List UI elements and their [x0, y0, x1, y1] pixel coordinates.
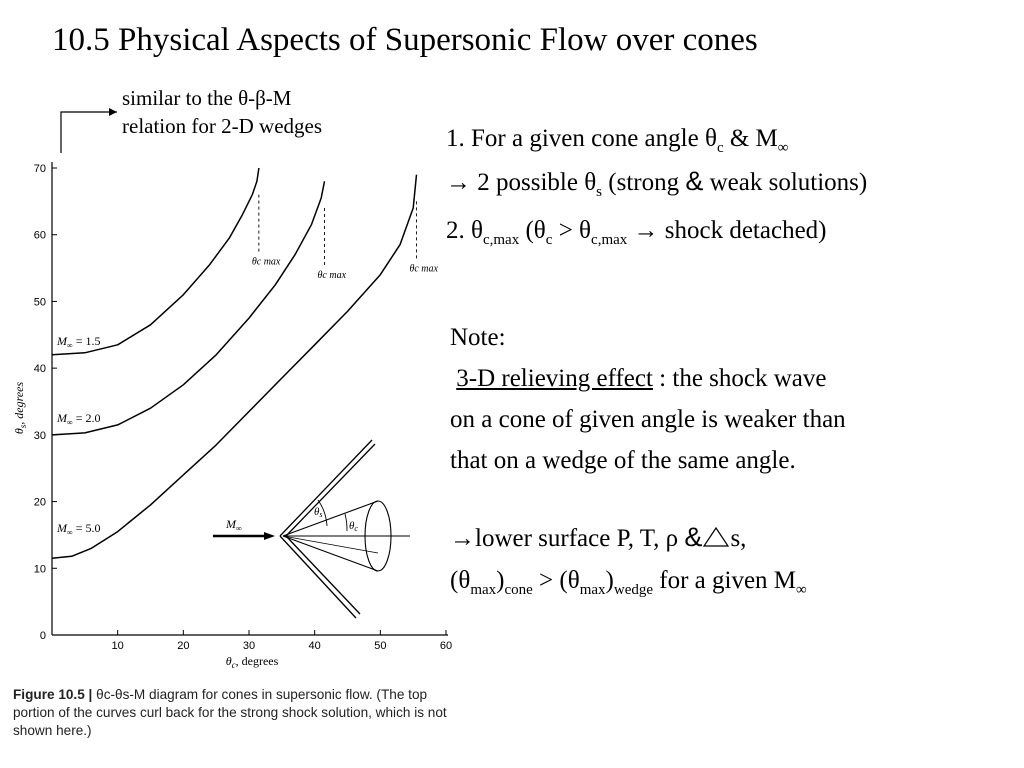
note-line1: 3-D relieving effect : the shock wave: [450, 358, 846, 399]
result-line1: →lower surface P, T, ρ &s,: [450, 522, 746, 554]
result-line2-sub-cone: cone: [504, 582, 533, 598]
delta-triangle-icon: [703, 526, 730, 547]
figure-caption-label: Figure 10.5 |: [13, 687, 93, 702]
cone-inset-diagram: M∞ θs θc: [213, 439, 410, 619]
pointer-arrow-icon: [60, 108, 117, 153]
x-tick-label: 40: [309, 640, 321, 652]
similarity-note-line1: similar to the θ-β-M: [122, 86, 292, 110]
point-2-text: 2. θ: [446, 217, 483, 244]
x-tick-label: 10: [112, 640, 124, 652]
y-tick-label: 70: [34, 163, 46, 175]
result-line2-sub-max2: max: [579, 582, 606, 598]
result-line2-text: (θ: [450, 567, 471, 594]
point-2: 2. θc,max (θc > θc,max → shock detached): [446, 216, 827, 255]
point-1-text: 1. For a given cone angle θ: [446, 125, 717, 152]
point-2-sub-cmax: c,max: [591, 232, 628, 248]
point-1b-text-b: (strong: [602, 169, 686, 196]
result-line2-text-e: for a given M: [653, 567, 797, 594]
inset-cone-angle-label: θc: [349, 520, 358, 533]
theta-c-max-label: θc max: [409, 263, 438, 274]
x-tick-label: 50: [374, 640, 386, 652]
similarity-note-line2: relation for 2-D wedges: [122, 114, 323, 138]
x-axis-label: θc, degrees: [226, 654, 279, 670]
theta-c-max-marks: θc max θc max θc max: [252, 194, 439, 281]
point-2-sub: c,max: [482, 232, 520, 248]
relieving-effect-term: 3-D relieving effect: [456, 365, 653, 392]
y-axis-label: θs, degrees: [12, 382, 28, 435]
point-1b: → 2 possible θs (strong & weak solutions…: [446, 166, 867, 207]
result-line2-text-b: ): [496, 567, 505, 594]
curve-label-m20: M∞ = 2.0: [56, 411, 100, 427]
result-line2-text-c: > (θ: [532, 567, 580, 594]
result-line2-sub-wedge: wedge: [613, 582, 654, 598]
point-2-text-d: → shock detached): [627, 217, 827, 244]
y-tick-label: 0: [40, 630, 46, 642]
flow-mach-label: M∞: [225, 517, 242, 533]
x-tick-label: 30: [243, 640, 255, 652]
point-2-text-c: > θ: [552, 217, 592, 244]
point-1-sub: c: [716, 140, 724, 156]
figure-caption: Figure 10.5 | θc-θs-M diagram for cones …: [13, 686, 453, 740]
result-line2-inf: ∞: [796, 582, 807, 598]
inset-shock-angle-label: θs: [314, 506, 323, 519]
point-1b-text-c: weak solutions): [703, 169, 868, 196]
note-block: Note: 3-D relieving effect : the shock w…: [450, 317, 846, 481]
curve-series-2: [51, 174, 418, 560]
note-label: Note:: [450, 324, 506, 351]
y-tick-label: 30: [34, 430, 46, 442]
chart-tick-labels: 0 10 20 30 40 50 60 70 10 20 30 40 50 60: [34, 163, 452, 652]
x-tick-label: 60: [440, 640, 452, 652]
curve-series-1: [51, 181, 326, 436]
point-2-sub-c: c: [545, 232, 553, 248]
result-line1-amp: &: [684, 522, 703, 552]
note-line3: that on a wedge of the same angle.: [450, 447, 796, 474]
curve-label-m50: M∞ = 5.0: [56, 521, 100, 537]
result-line1-text-b: s,: [730, 525, 747, 552]
y-tick-label: 20: [34, 497, 46, 509]
figure-caption-text: θc-θs-M diagram for cones in supersonic …: [13, 687, 447, 738]
y-tick-label: 60: [34, 230, 46, 242]
y-tick-label: 10: [34, 563, 46, 575]
theta-c-max-label: θc max: [318, 270, 347, 281]
chart-curves: [51, 167, 418, 560]
point-2-text-b: (θ: [519, 217, 546, 244]
point-1-inf: ∞: [777, 140, 789, 156]
y-tick-label: 50: [34, 296, 46, 308]
point-1-text-b: & M: [723, 125, 778, 152]
curve-label-m15: M∞ = 1.5: [56, 334, 100, 350]
result-line1-text: →lower surface P, T, ρ: [450, 525, 685, 552]
result-line2-sub-max: max: [470, 582, 497, 598]
slide-title: 10.5 Physical Aspects of Supersonic Flow…: [52, 22, 758, 58]
result-line2-text-d: ): [605, 567, 614, 594]
note-line1-rest: : the shock wave: [652, 365, 827, 392]
result-line2: (θmax)cone > (θmax)wedge for a given M∞: [450, 566, 807, 605]
chart-axes: [51, 162, 448, 636]
point-1b-amp: &: [685, 166, 704, 196]
point-1b-sub: s: [596, 184, 603, 200]
note-line2: on a cone of given angle is weaker than: [450, 406, 846, 433]
y-tick-label: 40: [34, 363, 46, 375]
theta-c-max-label: θc max: [252, 257, 281, 268]
x-tick-label: 20: [177, 640, 189, 652]
curve-series-0: [51, 167, 260, 356]
point-1b-text: → 2 possible θ: [446, 169, 597, 196]
similarity-note: similar to the θ-β-M relation for 2-D we…: [122, 84, 322, 140]
point-1: 1. For a given cone angle θc & M∞: [446, 124, 789, 163]
